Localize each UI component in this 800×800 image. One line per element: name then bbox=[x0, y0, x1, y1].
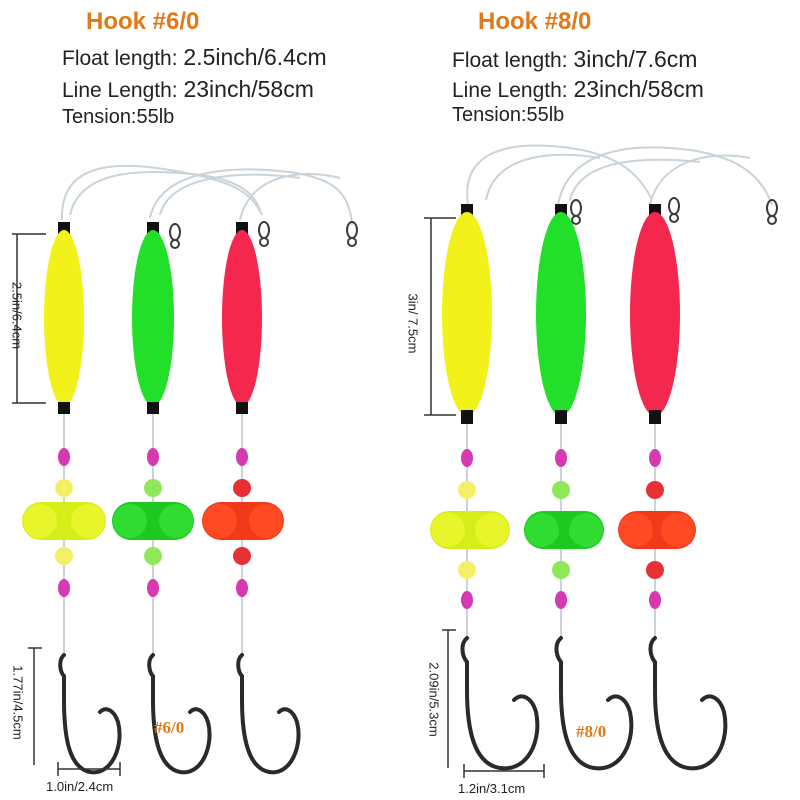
hook-height-dimension-label: 2.09in/5.3cm bbox=[426, 662, 442, 737]
float-length-row: Float length: 2.5inch/6.4cm bbox=[62, 44, 327, 71]
float-yellow bbox=[44, 222, 84, 414]
float-yellow bbox=[442, 204, 492, 424]
line-length-value: 23inch/58cm bbox=[573, 76, 704, 102]
hook-width-dimension-label: 1.2in/3.1cm bbox=[458, 781, 526, 796]
float-length-value: 3inch/7.6cm bbox=[573, 46, 698, 72]
bead-stack-yellow bbox=[22, 448, 106, 597]
float-length-dimension-label: 3in/ 7.5cm bbox=[405, 293, 421, 354]
rig-illustration-8-0 bbox=[424, 144, 778, 778]
hook-width-dimension-line bbox=[57, 762, 121, 776]
hook-height-dimension-line bbox=[28, 647, 42, 765]
bead-stack-red bbox=[618, 449, 696, 609]
float-red bbox=[222, 222, 262, 414]
hook-height-dimension-label: 1.77in/4.5cm bbox=[10, 665, 26, 740]
float-length-dimension-label: 2.5in/6.4cm bbox=[9, 281, 25, 350]
swivel-icons bbox=[570, 197, 778, 225]
float-length-label: Float length: bbox=[62, 47, 178, 70]
bead-stack-red bbox=[202, 448, 284, 597]
swivel-icons bbox=[169, 221, 358, 249]
float-length-value: 2.5inch/6.4cm bbox=[183, 44, 327, 70]
float-length-row: Float length: 3inch/7.6cm bbox=[452, 46, 697, 73]
line-length-row: Line Length: 23inch/58cm bbox=[452, 76, 704, 103]
float-dimension-line bbox=[424, 217, 456, 416]
product-panel-6-0: Hook #6/0 Float length: 2.5inch/6.4cm Li… bbox=[9, 8, 358, 794]
hook-title: Hook #8/0 bbox=[478, 8, 592, 35]
bead-stack-green bbox=[112, 448, 194, 597]
float-dimension-line bbox=[12, 233, 46, 404]
bead-stack-yellow bbox=[430, 449, 510, 609]
rig-illustration-6-0 bbox=[12, 164, 358, 776]
hook-title: Hook #6/0 bbox=[86, 8, 200, 35]
hook-height-dimension-line bbox=[442, 629, 456, 768]
line-length-label: Line Length: bbox=[452, 79, 568, 102]
hook-icons bbox=[58, 653, 301, 775]
bead-stack-green bbox=[524, 449, 604, 609]
hook-width-dimension-line bbox=[463, 764, 545, 778]
product-panel-8-0: Hook #8/0 Float length: 3inch/7.6cm Line… bbox=[400, 0, 800, 800]
tension-text: Tension:55lb bbox=[452, 104, 565, 126]
float-red bbox=[630, 204, 680, 424]
leader-line-loops bbox=[60, 164, 353, 226]
line-length-row: Line Length: 23inch/58cm bbox=[62, 76, 314, 103]
tension-text: Tension:55lb bbox=[62, 106, 175, 128]
leader-line-loops bbox=[466, 144, 773, 206]
float-green bbox=[536, 204, 586, 424]
hook-size-mark: #6/0 bbox=[154, 718, 185, 737]
line-length-value: 23inch/58cm bbox=[183, 76, 314, 102]
line-length-label: Line Length: bbox=[62, 79, 178, 102]
hook-size-mark: #8/0 bbox=[576, 722, 607, 741]
float-length-label: Float length: bbox=[452, 49, 568, 72]
hook-icons bbox=[460, 636, 728, 771]
hook-width-dimension-label: 1.0in/2.4cm bbox=[46, 779, 114, 794]
float-green bbox=[132, 222, 174, 414]
